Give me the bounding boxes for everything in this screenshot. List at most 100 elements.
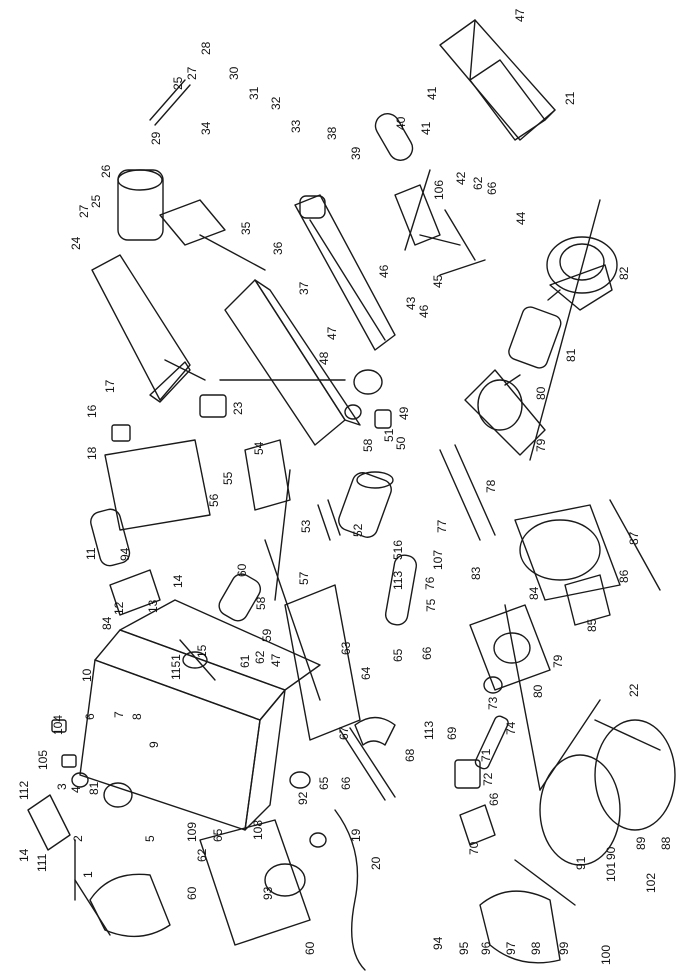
part-label: 18: [85, 446, 99, 460]
part-label: 31: [247, 86, 261, 100]
part-label: 60: [235, 563, 249, 577]
rod-78b: [454, 444, 496, 536]
motor-housing-82: [546, 236, 618, 311]
part-label: 24: [69, 236, 83, 250]
part-label: 74: [504, 721, 518, 735]
part-label: 39: [349, 146, 363, 160]
part-label: 516: [391, 539, 405, 560]
part-label: 76: [423, 576, 437, 590]
part-label: 19: [349, 828, 363, 842]
rod-78a: [439, 449, 481, 541]
motor-26: [117, 79, 191, 241]
part-label: 46: [417, 304, 431, 318]
bracket-12: [109, 569, 161, 616]
part-label: 40: [394, 116, 408, 130]
part-label: 38: [325, 126, 339, 140]
part-label: 58: [254, 596, 268, 610]
belt-75: [384, 554, 418, 626]
part-label: 92: [296, 791, 310, 805]
part-label: 50: [394, 436, 408, 450]
part-label: 89: [634, 836, 648, 850]
part-label: 46: [377, 264, 391, 278]
housing-79-lower: [469, 604, 551, 691]
part-label: 104: [51, 714, 65, 735]
part-label: 84: [100, 616, 114, 630]
part-label: 102: [644, 872, 658, 893]
part-label: 51: [382, 428, 396, 442]
part-label: 87: [627, 531, 641, 545]
part-4: [103, 782, 133, 808]
belt-frame-38: [294, 194, 396, 351]
part-label: 59: [260, 628, 274, 642]
part-label: 112: [17, 780, 31, 800]
belt-guard-24: [91, 254, 191, 403]
part-label: 14: [171, 574, 185, 588]
part-label: 5: [143, 835, 157, 842]
part-label: 62: [471, 176, 485, 190]
part-label: 47: [513, 8, 527, 22]
part-label: 1151: [169, 654, 183, 680]
part-label: 22: [627, 683, 641, 697]
part-label: 77: [435, 519, 449, 533]
part-92: [289, 771, 311, 789]
rail-21: [439, 19, 556, 141]
part-label: 81: [564, 348, 578, 362]
base-10: [79, 599, 321, 831]
part-70: [459, 804, 496, 846]
part-label: 73: [486, 696, 500, 710]
bracket-85: [564, 574, 611, 626]
part-label: 56: [207, 493, 221, 507]
part-label: 23: [231, 401, 245, 415]
part-label: 30: [227, 66, 241, 80]
part-label: 63: [339, 641, 353, 655]
part-label: 53: [299, 519, 313, 533]
ring-80: [483, 676, 503, 694]
part-label: 69: [445, 726, 459, 740]
part-label: 67: [337, 726, 351, 740]
part-label: 57: [297, 571, 311, 585]
part-label: 21: [563, 91, 577, 105]
part-label: 91: [574, 856, 588, 870]
part-105: [61, 754, 77, 768]
part-label: 99: [557, 941, 571, 955]
part-label: 66: [339, 776, 353, 790]
part-19: [309, 832, 327, 848]
tube-11: [90, 508, 131, 567]
part-label: 28: [199, 41, 213, 55]
part-label: 88: [659, 836, 673, 850]
part-label: 90: [604, 846, 618, 860]
part-label: 58: [361, 438, 375, 452]
plate-112: [27, 794, 71, 851]
part-label: 14: [17, 848, 31, 862]
cylinder-52: [338, 471, 394, 538]
part-label: 17: [103, 379, 117, 393]
pulley-48: [353, 369, 383, 395]
part-label: 86: [617, 569, 631, 583]
part-label: 97: [504, 941, 518, 955]
part-label: 79: [551, 654, 565, 668]
part-label: 60: [303, 941, 317, 955]
block-69: [454, 759, 481, 789]
part-label: 111: [35, 853, 49, 872]
part-label: 41: [419, 121, 433, 135]
part-label: 37: [297, 281, 311, 295]
part-label: 70: [467, 841, 481, 855]
part-label: 98: [529, 941, 543, 955]
disc-table-87: [514, 504, 621, 601]
part-label: 12: [112, 601, 126, 615]
power-cord-20: [334, 809, 366, 971]
bolt-53a: [317, 504, 331, 541]
part-label: 8: [130, 713, 144, 720]
part-label: 95: [457, 941, 471, 955]
part-label: 47: [325, 326, 339, 340]
part-label: 78: [484, 479, 498, 493]
housing-2: [74, 873, 171, 938]
part-label: 65: [317, 776, 331, 790]
table-63: [284, 584, 361, 741]
part-label: 93: [261, 886, 275, 900]
part-label: 106: [432, 179, 446, 200]
part-label: 48: [317, 351, 331, 365]
part-label: 33: [289, 119, 303, 133]
part-label: 75: [424, 598, 438, 612]
